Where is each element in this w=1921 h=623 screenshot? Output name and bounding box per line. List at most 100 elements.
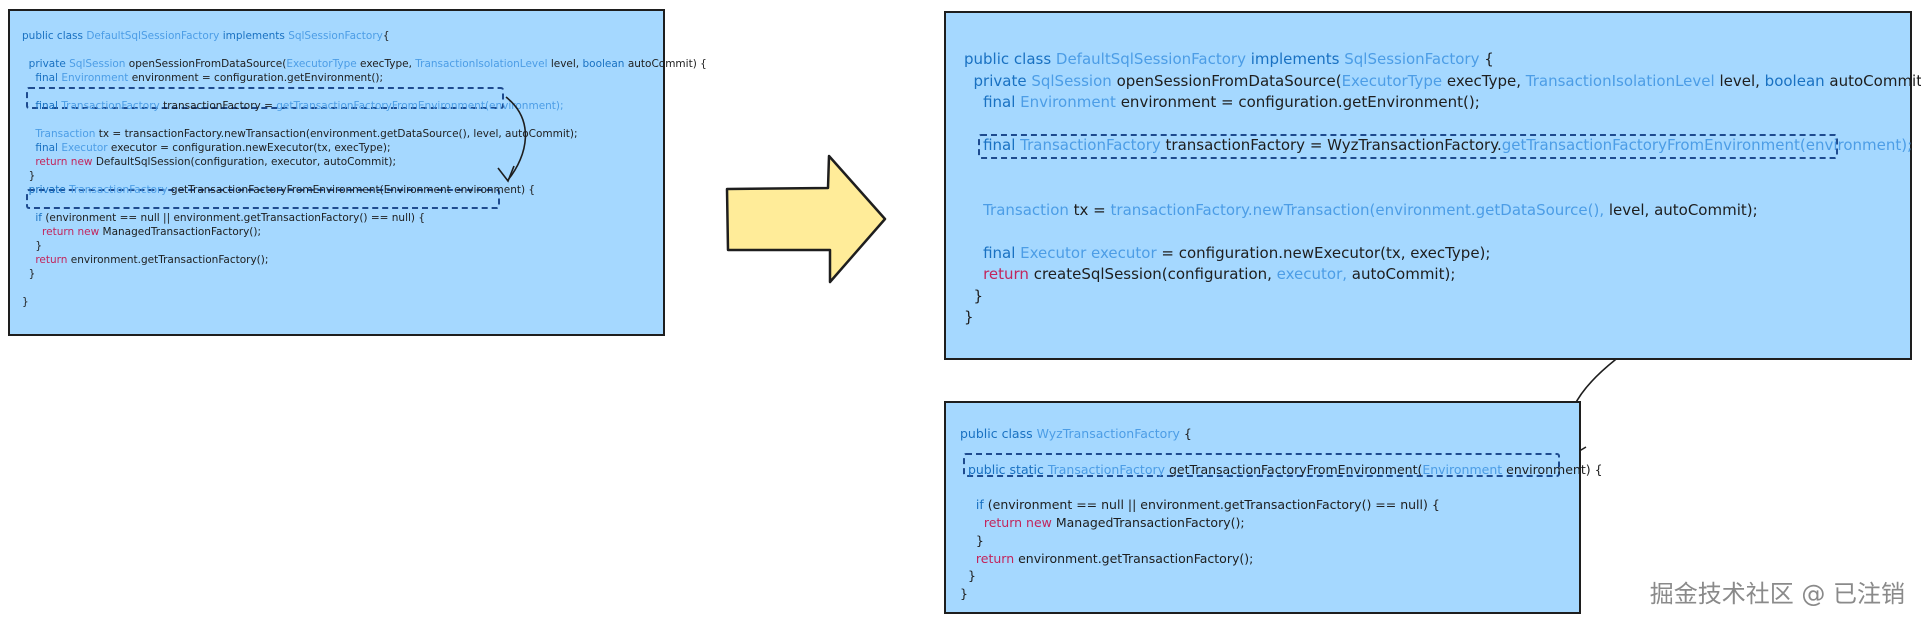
code-token: TransactionFactory (1020, 136, 1166, 154)
code-token: environment = configuration.getEnvironme… (1120, 93, 1480, 111)
code-token: Executor executor (1020, 243, 1162, 262)
code-line (22, 113, 707, 127)
code-line: return new ManagedTransactionFactory(); (22, 225, 707, 239)
code-token: final (22, 142, 62, 154)
code-line (964, 157, 1921, 179)
code-line: final Executor executor = configuration.… (22, 141, 707, 155)
code-line: } (22, 169, 707, 183)
code-token: tx = transactionFactory.newTransaction(e… (98, 128, 578, 140)
code-token: public class (964, 50, 1056, 68)
code-token: TransactionFactory (61, 100, 164, 112)
code-token: openSessionFromDataSource( (128, 58, 287, 70)
code-token: getTransactionFactoryFromEnvironment(env… (1501, 136, 1913, 154)
code-token: environment = configuration.getEnvironme… (131, 72, 384, 84)
code-line: return createSqlSession(configuration, e… (964, 264, 1921, 286)
code-line: if (environment == null || environment.g… (22, 211, 707, 225)
code-line: } (960, 532, 1603, 550)
code-token: if (960, 497, 988, 513)
code-token: TransactionIsolationLevel (415, 58, 551, 70)
new-class-code-panel: public class WyzTransactionFactory { pub… (944, 401, 1603, 614)
code-line: } (964, 286, 1921, 308)
code-token: getTransactionFactoryFromEnvironment(env… (276, 100, 564, 112)
code-line: private TransactionFactory getTransactio… (22, 183, 707, 197)
code-line: public class DefaultSqlSessionFactory im… (964, 49, 1921, 71)
code-token: ManagedTransactionFactory(); (102, 226, 262, 238)
code-token: Environment (1020, 93, 1121, 111)
code-token: return (22, 254, 71, 266)
code-token: } (22, 296, 29, 308)
code-line (22, 281, 707, 295)
code-line: } (22, 239, 707, 253)
code-token: { (1183, 426, 1192, 441)
new-class-code-block: public class WyzTransactionFactory { pub… (960, 425, 1603, 603)
code-token: private (22, 58, 70, 70)
code-line (964, 221, 1921, 243)
highlight-wyz-call-line (978, 134, 1838, 159)
code-line (964, 114, 1921, 136)
original-code-panel: public class DefaultSqlSessionFactory im… (8, 9, 707, 336)
code-token: public static (960, 461, 1048, 477)
code-line: private SqlSession openSessionFromDataSo… (22, 57, 707, 71)
code-token: return (964, 265, 1034, 283)
code-token: return (960, 550, 1019, 566)
code-token: getTransactionFactoryFromEnvironment(Env… (170, 184, 536, 196)
code-token: SqlSessionFactory (1344, 50, 1485, 68)
code-token: TransactionIsolationLevel (1525, 71, 1720, 90)
code-line: } (964, 307, 1921, 329)
refactored-code-block: public class DefaultSqlSessionFactory im… (964, 49, 1921, 329)
code-line: return environment.getTransactionFactory… (22, 253, 707, 267)
code-token: ExecutorType (286, 58, 361, 70)
code-line (960, 478, 1603, 496)
code-line: Transaction tx = transactionFactory.newT… (22, 127, 707, 141)
code-token: (environment == null || environment.getT… (45, 212, 426, 224)
code-token: transactionFactory = (163, 100, 277, 112)
highlight-transaction-factory-line (26, 87, 504, 109)
code-token: level, (550, 58, 583, 70)
code-token: return new (22, 156, 96, 168)
code-token: ManagedTransactionFactory(); (1055, 514, 1245, 530)
code-token: implements (222, 30, 289, 42)
code-token: } (22, 268, 36, 280)
code-token: Transaction (964, 200, 1074, 219)
code-line: if (environment == null || environment.g… (960, 496, 1603, 514)
code-token: environment.getTransactionFactory(); (1018, 550, 1254, 566)
code-token: } (960, 568, 976, 584)
code-line (22, 43, 707, 57)
code-token: transactionFactory.newTransaction(enviro… (1110, 200, 1609, 219)
code-token: WyzTransactionFactory (1036, 426, 1184, 441)
code-token: autoCommit) { (1829, 71, 1921, 90)
code-token: { (1484, 50, 1494, 68)
code-token: } (964, 286, 984, 305)
code-token: return new (22, 226, 103, 238)
refactor-arrow-shape (725, 154, 887, 284)
code-token: Transaction (22, 128, 99, 140)
code-token: { (382, 30, 390, 42)
code-token: private (964, 71, 1032, 90)
code-token: SqlSessionFactory (288, 30, 383, 42)
code-line: private SqlSession openSessionFromDataSo… (964, 71, 1921, 93)
code-token: DefaultSqlSessionFactory (86, 30, 223, 42)
code-token: final (964, 243, 1021, 262)
code-token: } (964, 308, 974, 326)
code-line: return new DefaultSqlSession(configurati… (22, 155, 707, 169)
code-line: public class DefaultSqlSessionFactory im… (22, 29, 707, 43)
code-token: final (22, 72, 62, 84)
code-token: openSessionFromDataSource( (1116, 71, 1342, 90)
code-token: TransactionFactory (69, 184, 171, 196)
code-token: level, autoCommit); (1608, 200, 1758, 219)
code-token: boolean (582, 58, 628, 70)
code-line: Transaction tx = transactionFactory.newT… (964, 200, 1921, 222)
code-line: final TransactionFactory transactionFact… (22, 99, 707, 113)
code-token: autoCommit); (1351, 265, 1456, 283)
code-token: if (22, 212, 46, 224)
code-line: public class WyzTransactionFactory { (960, 425, 1603, 443)
code-line: } (22, 267, 707, 281)
code-token: Environment (1422, 461, 1507, 477)
code-line: return environment.getTransactionFactory… (960, 550, 1603, 568)
code-token: executor = configuration.newExecutor(tx,… (110, 142, 391, 154)
code-line: } (960, 567, 1603, 585)
code-line: final Executor executor = configuration.… (964, 243, 1921, 265)
code-token: executor, (1276, 265, 1352, 283)
code-line (960, 443, 1603, 461)
code-token: execType, (360, 58, 416, 70)
